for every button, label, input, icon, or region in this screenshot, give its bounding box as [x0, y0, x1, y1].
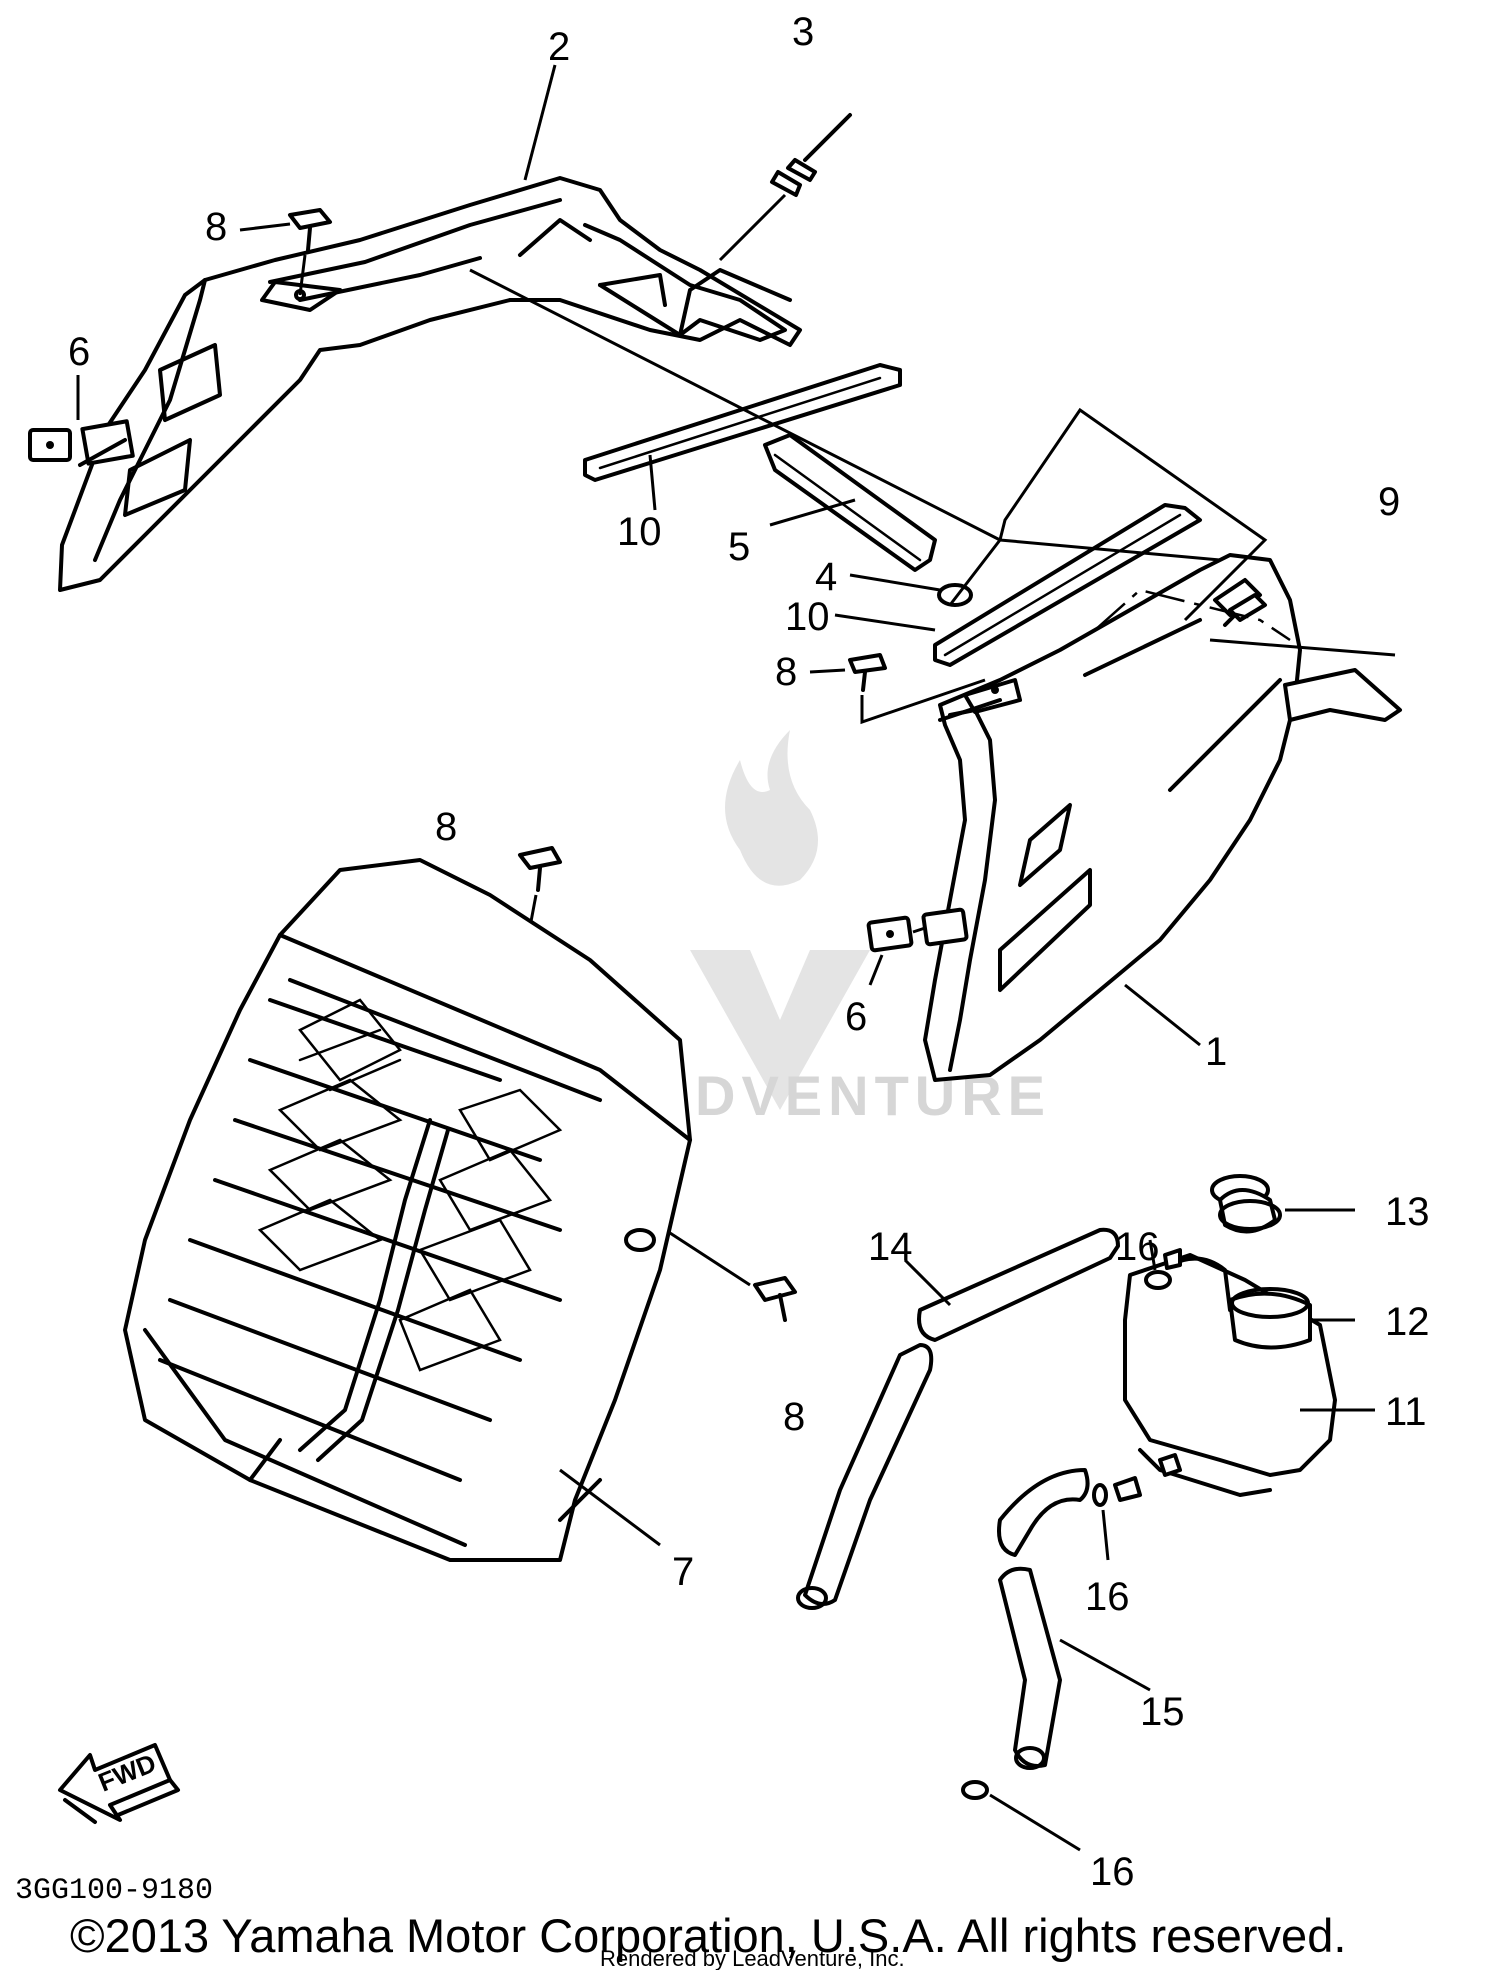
- part-6-clip-right: [866, 907, 969, 953]
- part-15-hose: [997, 1468, 1151, 1770]
- part-9-bolt: [1209, 578, 1396, 657]
- part-13-cap: [1210, 1174, 1355, 1234]
- callout-14: 14: [868, 1225, 913, 1269]
- fwd-arrow: FWD: [58, 1743, 180, 1824]
- part-10-strip-upper: [583, 363, 902, 482]
- callout-8-grille-top: 8: [435, 805, 457, 849]
- part-1-side-shroud-right: [923, 553, 1402, 1082]
- callout-10-lower: 10: [785, 595, 830, 639]
- callout-6-left: 6: [68, 330, 90, 374]
- callout-16-b: 16: [1085, 1575, 1130, 1619]
- callout-8-grille-side: 8: [783, 1395, 805, 1439]
- callout-9: 9: [1378, 480, 1400, 524]
- part-8-screw-grille-side: [649, 1218, 797, 1322]
- callout-15: 15: [1140, 1690, 1185, 1734]
- callout-6-right: 6: [845, 995, 867, 1039]
- callout-12: 12: [1385, 1300, 1430, 1344]
- rendered-by-notice: Rendered by LeadVenture, Inc.: [600, 1946, 905, 1970]
- part-3-rivet: [718, 113, 852, 262]
- callout-8-top-left: 8: [205, 205, 227, 249]
- part-4-clip: [937, 583, 973, 607]
- callout-3: 3: [792, 10, 814, 54]
- callout-16-a: 16: [1115, 1225, 1160, 1269]
- part-14-hose: [796, 1227, 1120, 1610]
- callout-8-center: 8: [775, 650, 797, 694]
- part-11-reservoir-tank: [1113, 1248, 1375, 1502]
- assembly-lines: [469, 268, 1291, 642]
- part-16-clamp-b: [1092, 1483, 1110, 1561]
- diagram-code: 3GG100-9180: [15, 1874, 213, 1908]
- part-2-side-shroud-left: [58, 176, 802, 592]
- callout-4: 4: [815, 555, 837, 599]
- part-16-clamp-a: [1144, 1239, 1172, 1290]
- part-8-screw-top-left: [288, 208, 332, 296]
- callout-10-upper: 10: [617, 510, 662, 554]
- callout-11: 11: [1385, 1390, 1427, 1434]
- part-6-clip-left: [28, 428, 72, 462]
- callouts: 2 3 8 6 10 5 4 10 8 9 8 6 1 13 14 16 12 …: [68, 10, 1430, 1894]
- leader-lines: [76, 64, 1201, 1547]
- callout-1: 1: [1205, 1030, 1227, 1074]
- part-16-clamp-c: [961, 1780, 1081, 1852]
- callout-2: 2: [548, 25, 570, 69]
- part-8-screw-center: [848, 653, 986, 725]
- callout-7: 7: [672, 1550, 694, 1594]
- callout-16-c: 16: [1090, 1850, 1135, 1894]
- copyright-notice: ©2013 Yamaha Motor Corporation, U.S.A. A…: [70, 1909, 1346, 1962]
- callout-5: 5: [728, 525, 750, 569]
- part-10-strip-lower: [933, 503, 1202, 667]
- callout-13: 13: [1385, 1190, 1430, 1234]
- part-7-radiator-grille: [123, 858, 692, 1562]
